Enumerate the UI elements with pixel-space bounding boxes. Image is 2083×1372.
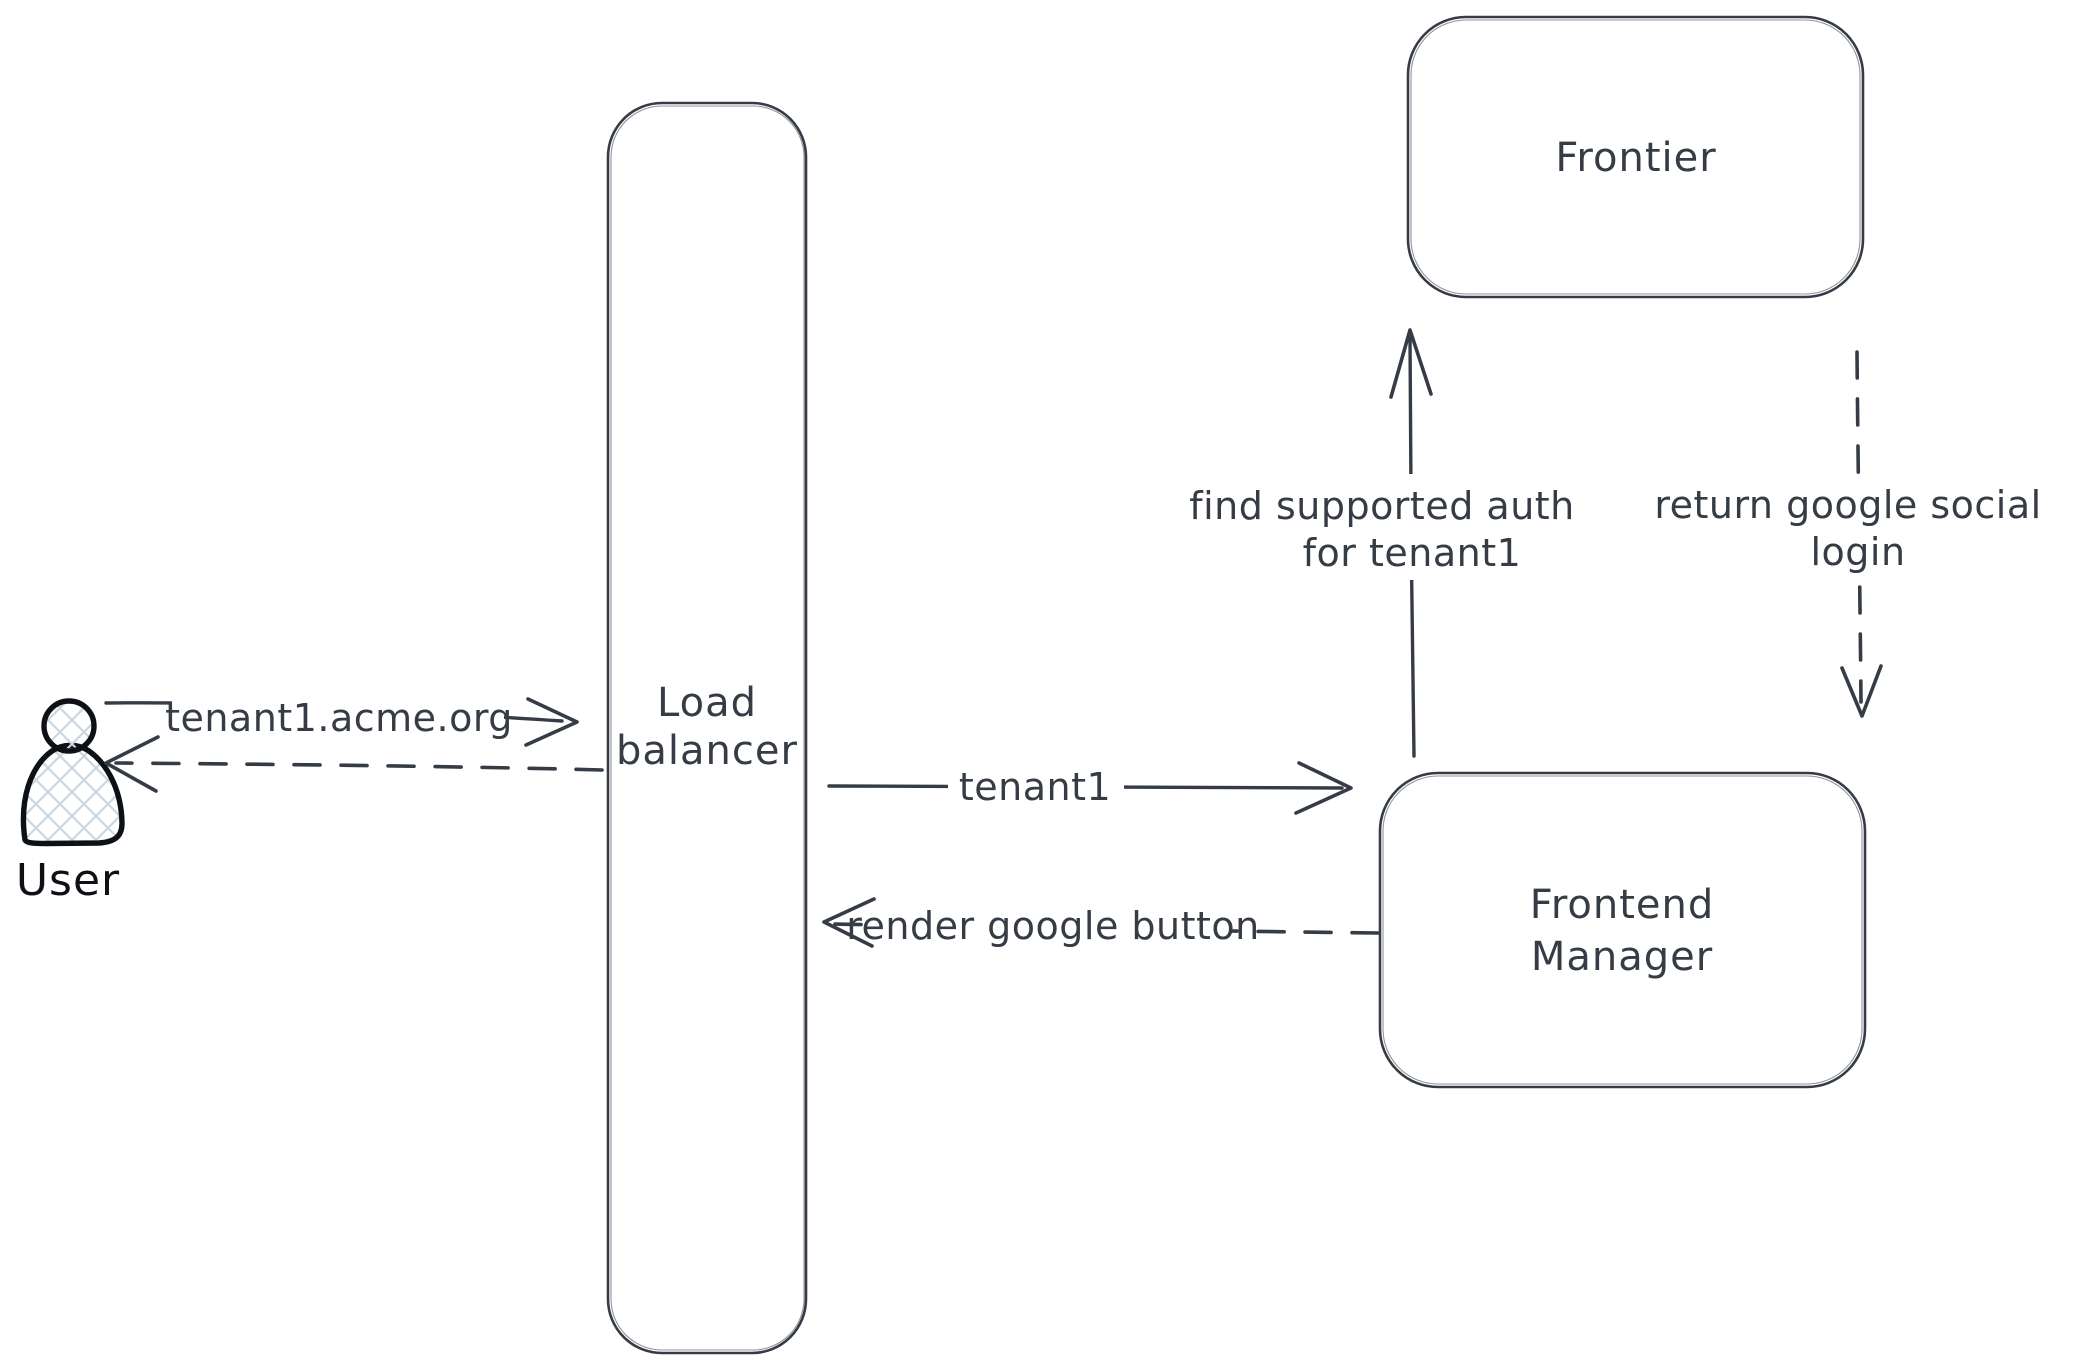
edge-frontier-to-frontend-arrowhead bbox=[1840, 664, 1883, 718]
edge-user-request-label: tenant1.acme.org bbox=[165, 696, 513, 740]
load-balancer-box bbox=[606, 101, 808, 1355]
frontier-box bbox=[1406, 15, 1865, 299]
edge-frontend-to-lb-arrowhead bbox=[822, 897, 876, 948]
load-balancer-label-line1: Load bbox=[657, 680, 757, 726]
frontend-manager-box-sketch bbox=[1382, 775, 1863, 1085]
edge-user-response-line bbox=[114, 761, 604, 772]
frontier-box-sketch bbox=[1410, 19, 1861, 295]
edge-lb-to-frontend-arrowhead bbox=[1294, 761, 1353, 815]
edge-frontier-to-frontend-line bbox=[1855, 350, 1863, 704]
edge-frontier-to-frontend-label-bg bbox=[1638, 474, 2058, 580]
load-balancer-node: Load balancer bbox=[606, 101, 808, 1355]
person-icon-head bbox=[41, 698, 97, 754]
edge-frontier-to-frontend-label-line2: login bbox=[1810, 530, 1905, 574]
edge-user-request-arrowhead bbox=[524, 697, 579, 747]
load-balancer-box-sketch bbox=[610, 105, 805, 1351]
edge-lb-to-frontend: tenant1 bbox=[827, 758, 1353, 816]
edge-frontend-to-frontier-arrowhead bbox=[1389, 328, 1433, 399]
edge-frontend-to-frontier-label-line2: for tenant1 bbox=[1303, 531, 1522, 575]
person-icon bbox=[20, 742, 125, 847]
edge-frontier-to-frontend-label-line1: return google social bbox=[1654, 483, 2041, 527]
edge-lb-to-frontend-label: tenant1 bbox=[959, 765, 1111, 809]
edge-lb-to-frontend-label-bg bbox=[948, 758, 1124, 816]
edge-frontend-to-lb-label-bg bbox=[878, 896, 1230, 958]
edge-frontend-to-frontier-label-line1: find supported auth bbox=[1189, 484, 1575, 528]
frontend-manager-box bbox=[1378, 771, 1867, 1089]
edge-frontend-to-frontier-label-bg bbox=[1200, 474, 1568, 580]
load-balancer-label-line2: balancer bbox=[616, 728, 798, 774]
edge-frontend-to-lb: render google button bbox=[822, 896, 1380, 958]
edge-user-request-label-bg bbox=[172, 674, 504, 736]
user-label: User bbox=[16, 855, 120, 906]
edge-user-response bbox=[104, 735, 604, 793]
edge-frontend-to-lb-label: render google button bbox=[846, 904, 1260, 948]
user-actor: User bbox=[16, 698, 125, 906]
frontend-manager-node: Frontend Manager bbox=[1378, 771, 1867, 1089]
frontend-manager-label-line1: Frontend bbox=[1530, 882, 1715, 928]
edge-user-request: tenant1.acme.org bbox=[104, 674, 579, 747]
frontend-manager-label-line2: Manager bbox=[1531, 934, 1713, 980]
edge-frontend-to-frontier: find supported auth for tenant1 bbox=[1189, 328, 1575, 758]
frontier-label: Frontier bbox=[1555, 135, 1716, 181]
edge-user-response-arrowhead bbox=[104, 735, 160, 793]
frontier-node: Frontier bbox=[1406, 15, 1865, 299]
edge-frontier-to-frontend: return google social login bbox=[1638, 350, 2058, 718]
